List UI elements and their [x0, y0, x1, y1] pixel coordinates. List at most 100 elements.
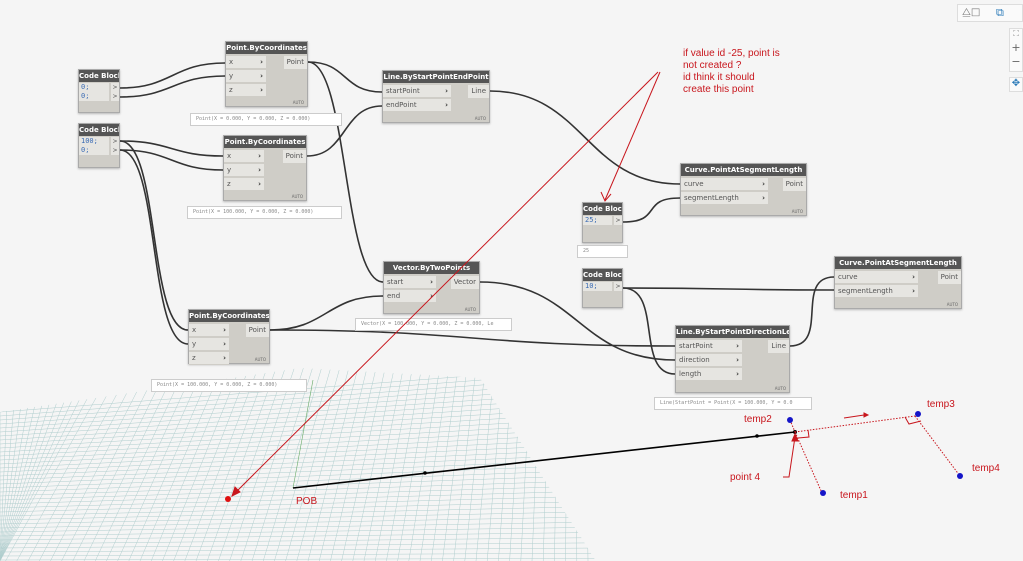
lacing-auto[interactable]: AUTO	[464, 307, 476, 312]
output-port-line[interactable]: Line	[468, 85, 489, 98]
input-port-direction[interactable]: direction›	[676, 354, 742, 367]
grid-line	[453, 368, 478, 561]
lacing-auto[interactable]: AUTO	[254, 357, 266, 362]
output-port-point[interactable]: Point	[937, 271, 961, 284]
input-port-x[interactable]: x›	[226, 56, 266, 69]
connector-wire[interactable]	[307, 61, 384, 283]
connector-wire[interactable]	[119, 140, 224, 157]
output-port-point[interactable]: Point	[245, 324, 269, 337]
pan-icon[interactable]: ✥	[1009, 77, 1023, 92]
connector-wire[interactable]	[119, 62, 226, 89]
connector-wire[interactable]	[789, 276, 835, 347]
input-port-y[interactable]: y›	[226, 70, 266, 83]
input-port-z[interactable]: z›	[224, 178, 264, 191]
input-port-curve[interactable]: curve›	[835, 271, 918, 284]
lacing-auto[interactable]: AUTO	[946, 302, 958, 307]
output-port[interactable]: >	[110, 146, 119, 155]
input-port-curve[interactable]: curve›	[681, 178, 768, 191]
right-angle-mark	[797, 429, 810, 439]
grid-line	[0, 526, 596, 537]
output-port[interactable]: >	[110, 83, 119, 92]
connector-wire[interactable]	[119, 149, 224, 171]
label-pob: POB	[296, 496, 318, 507]
connector-wire[interactable]	[622, 197, 681, 223]
input-port-z[interactable]: z›	[189, 352, 229, 365]
input-port-segmentLength[interactable]: segmentLength›	[681, 192, 768, 205]
grid-line	[0, 474, 596, 497]
connector-wire[interactable]	[269, 295, 384, 331]
connector-wire[interactable]	[119, 75, 226, 98]
input-port-startPoint[interactable]: startPoint›	[676, 340, 742, 353]
output-port-point[interactable]: Point	[282, 150, 306, 163]
connector-wire[interactable]	[119, 140, 189, 331]
code-line[interactable]: 0;	[79, 146, 109, 155]
lacing-auto[interactable]: AUTO	[474, 116, 486, 121]
output-port[interactable]: >	[613, 282, 622, 291]
output-port[interactable]: >	[110, 92, 119, 101]
node-preview: Vector(X = 100.000, Y = 0.000, Z = 0.000…	[355, 318, 512, 331]
fit-view-icon[interactable]: ⛶	[1013, 29, 1019, 38]
output-port-point[interactable]: Point	[782, 178, 806, 191]
input-port-length[interactable]: length›	[676, 368, 742, 381]
input-port-startPoint[interactable]: startPoint›	[383, 85, 451, 98]
node-preview: 25	[577, 245, 628, 258]
code-line[interactable]: 100;	[79, 137, 109, 146]
lacing-auto[interactable]: AUTO	[774, 386, 786, 391]
grid-line	[341, 368, 388, 561]
input-port-start[interactable]: start›	[384, 276, 436, 289]
input-port-y[interactable]: y›	[189, 338, 229, 351]
point-temp1	[820, 490, 826, 496]
geometry-view-icon[interactable]: ⧋□	[962, 7, 981, 18]
input-port-x[interactable]: x›	[189, 324, 229, 337]
grid-line	[128, 368, 217, 561]
input-port-end[interactable]: end›	[384, 290, 436, 303]
grid-line	[0, 412, 596, 449]
input-port-z[interactable]: z›	[226, 84, 266, 97]
output-port[interactable]: >	[613, 216, 622, 225]
grid-line	[0, 480, 596, 501]
connector-wire[interactable]	[269, 329, 676, 347]
connector-wire[interactable]	[622, 287, 676, 375]
connector-wire[interactable]	[307, 61, 383, 93]
chevron-right-icon: ›	[912, 273, 915, 281]
connector-wire[interactable]	[306, 105, 383, 157]
output-port-point[interactable]: Point	[283, 56, 307, 69]
node-cb3[interactable]: Code Block25;>	[582, 202, 623, 243]
lacing-auto[interactable]: AUTO	[791, 209, 803, 214]
code-line[interactable]: 10;	[583, 282, 612, 291]
connector-wire[interactable]	[489, 90, 681, 185]
input-port-endPoint[interactable]: endPoint›	[383, 99, 451, 112]
input-port-segmentLength[interactable]: segmentLength›	[835, 285, 918, 298]
code-line[interactable]: 0;	[79, 83, 109, 92]
zoom-out-icon[interactable]: −	[1011, 55, 1021, 68]
graph-view-icon[interactable]: ⧉	[996, 6, 1004, 19]
node-lspdl[interactable]: Line.ByStartPointDirectionLengthstartPoi…	[675, 325, 790, 393]
code-line[interactable]: 0;	[79, 92, 109, 101]
input-port-y[interactable]: y›	[224, 164, 264, 177]
connector-wire[interactable]	[479, 281, 676, 361]
output-port-vector[interactable]: Vector	[450, 276, 479, 289]
label-temp2: temp2	[744, 414, 772, 425]
lacing-auto[interactable]: AUTO	[291, 194, 303, 199]
port-label: endPoint	[386, 101, 417, 109]
output-port-line[interactable]: Line	[768, 340, 789, 353]
code-line[interactable]: 25;	[583, 216, 612, 225]
connector-wire[interactable]	[119, 149, 189, 345]
connector-wire[interactable]	[622, 287, 835, 291]
input-port-x[interactable]: x›	[224, 150, 264, 163]
lacing-auto[interactable]: AUTO	[292, 100, 304, 105]
zoom-in-icon[interactable]: +	[1011, 41, 1021, 54]
output-port[interactable]: >	[110, 137, 119, 146]
